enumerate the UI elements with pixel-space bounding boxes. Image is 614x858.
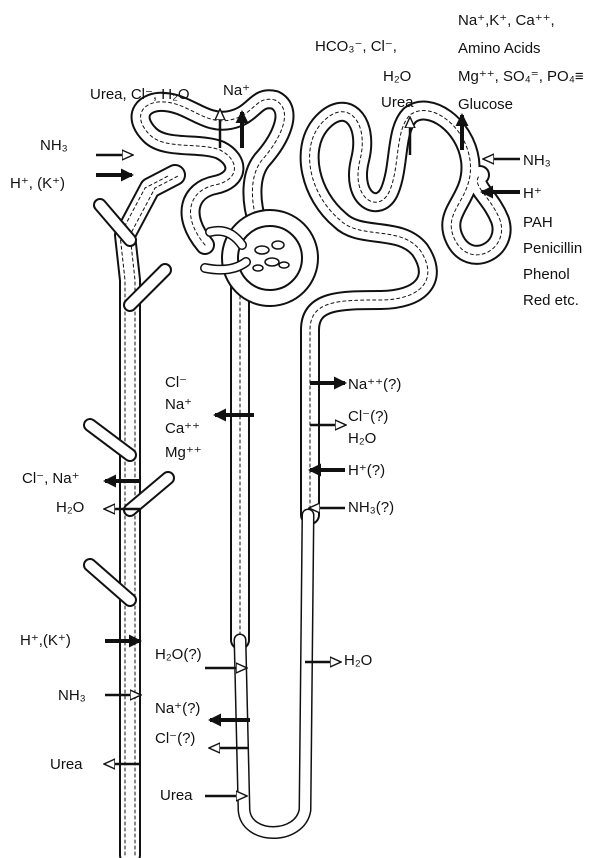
- distal-tubule: [310, 111, 502, 515]
- label-loop-h2o-q: H₂O(?): [155, 646, 202, 663]
- label-prox-na: Na⁺: [223, 82, 250, 99]
- label-cd-urea: Urea: [50, 756, 83, 773]
- glomerulus: [205, 210, 318, 306]
- label-dist-absorbed-4: Glucose: [458, 96, 513, 113]
- label-prox-nh3: NH₃: [40, 137, 68, 154]
- label-dist-hco3-b: H₂O: [383, 68, 411, 85]
- label-desc-h: H⁺(?): [348, 462, 385, 479]
- label-dist-secreted-4: Red etc.: [523, 292, 579, 309]
- label-loop-h2o-right: H₂O: [344, 652, 372, 669]
- label-dist-hco3-a: HCO₃⁻, Cl⁻,: [315, 38, 397, 55]
- label-dist-absorbed-1: Na⁺,K⁺, Ca⁺⁺,: [458, 12, 555, 29]
- label-cd-h2o: H₂O: [56, 499, 84, 516]
- label-cd-cl-na: Cl⁻, Na⁺: [22, 470, 80, 487]
- label-dist-absorbed-2: Amino Acids: [458, 40, 541, 57]
- label-dist-secreted-3: Phenol: [523, 266, 570, 283]
- label-asc-mg: Mg⁺⁺: [165, 444, 202, 461]
- label-asc-cl: Cl⁻: [165, 374, 187, 391]
- label-loop-cl-q: Cl⁻(?): [155, 730, 195, 747]
- label-loop-na-q: Na⁺(?): [155, 700, 200, 717]
- loop-of-henle: [240, 260, 308, 833]
- label-desc-nh3: NH₃(?): [348, 499, 394, 516]
- label-dist-secreted-1: PAH: [523, 214, 553, 231]
- label-prox-secreted: Urea, Cl⁻, H₂O: [90, 86, 190, 103]
- label-loop-urea: Urea: [160, 787, 193, 804]
- label-desc-cl: Cl⁻(?): [348, 408, 388, 425]
- label-dist-nh3: NH₃: [523, 152, 551, 169]
- label-desc-h2o: H₂O: [348, 430, 376, 447]
- label-dist-secreted-2: Penicillin: [523, 240, 582, 257]
- label-dist-absorbed-3: Mg⁺⁺, SO₄⁼, PO₄≡: [458, 68, 584, 85]
- label-desc-na: Na⁺⁺(?): [348, 376, 401, 393]
- label-cd-h-k: H⁺,(K⁺): [20, 632, 71, 649]
- label-dist-hco3-c: Urea: [381, 94, 414, 111]
- label-asc-ca: Ca⁺⁺: [165, 420, 200, 437]
- label-asc-na: Na⁺: [165, 396, 192, 413]
- label-dist-h: H⁺: [523, 185, 542, 202]
- label-cd-nh3: NH₃: [58, 687, 86, 704]
- label-prox-h-k: H⁺, (K⁺): [10, 175, 65, 192]
